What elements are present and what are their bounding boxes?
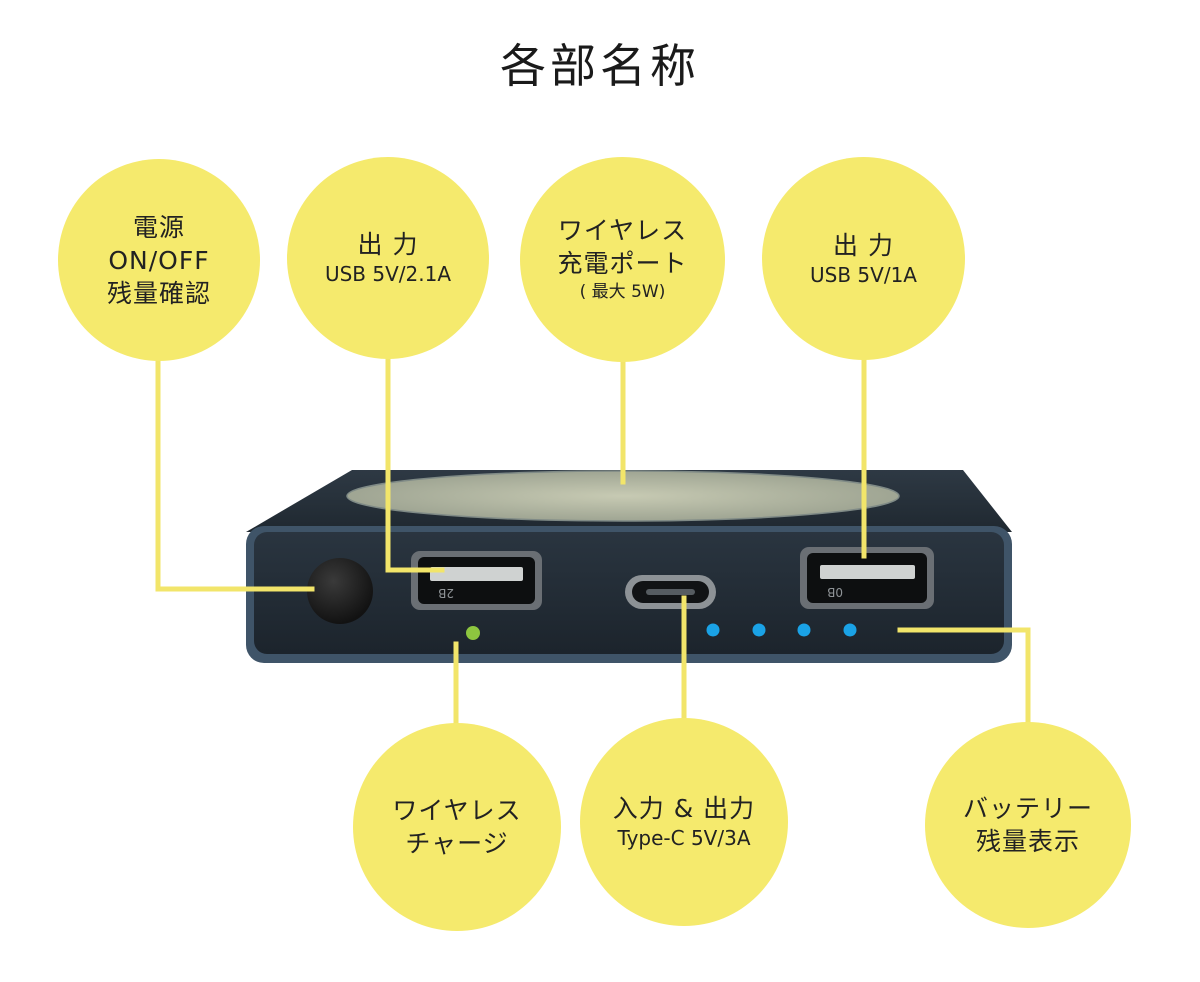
- usb-left-label: 2B: [438, 586, 454, 600]
- callout-wireless-port-subtitle: 充電ポート: [557, 249, 688, 278]
- usb-port-left: 2B: [411, 551, 542, 610]
- leader-lines: [155, 355, 1031, 741]
- leader-line-battery: [897, 627, 1031, 731]
- battery-led: [752, 623, 766, 637]
- callout-usb-right-spec: USB 5V/1A: [810, 262, 917, 287]
- callout-usb-left-title: 出 力: [357, 230, 419, 259]
- power-button: [307, 558, 373, 624]
- usb-right-label: 0B: [827, 585, 843, 599]
- battery-level-leds: [706, 623, 857, 637]
- battery-led: [843, 623, 857, 637]
- callout-wireless-charge-subtitle: チャージ: [405, 829, 509, 858]
- usb-c-port: [625, 575, 716, 609]
- callout-wireless-charge-title: ワイヤレス: [392, 796, 522, 825]
- callout-wireless-port: ワイヤレス 充電ポート ( 最大 5W): [520, 157, 725, 362]
- callout-power: 電源 ON/OFF 残量確認: [58, 159, 260, 361]
- callout-battery-title: バッテリー: [962, 794, 1093, 823]
- callout-usb-left-spec: USB 5V/2.1A: [324, 262, 452, 286]
- callout-type-c: 入力 & 出力 Type-C 5V/3A: [580, 718, 788, 926]
- leader-line-usb-left: [385, 357, 445, 573]
- callout-power-subtitle: ON/OFF: [108, 245, 210, 275]
- callout-wireless-port-max: ( 最大 5W): [579, 282, 666, 302]
- leader-line-power: [155, 359, 315, 592]
- callout-power-detail: 残量確認: [106, 278, 211, 308]
- battery-led: [797, 623, 811, 637]
- callout-battery-level: バッテリー 残量表示: [925, 722, 1131, 928]
- callout-type-c-title: 入力 & 出力: [612, 794, 756, 823]
- battery-led: [706, 623, 720, 637]
- wireless-charge-led: [466, 626, 480, 640]
- callout-usb-out-left: 出 力 USB 5V/2.1A: [287, 157, 489, 359]
- callout-wireless-charge: ワイヤレス チャージ: [353, 723, 561, 931]
- callout-power-title: 電源: [132, 212, 185, 242]
- page-title: 各部名称: [500, 39, 700, 93]
- usb-port-right: 0B: [800, 547, 934, 609]
- callout-wireless-port-title: ワイヤレス: [557, 216, 688, 245]
- callout-type-c-spec: Type-C 5V/3A: [617, 826, 751, 850]
- callout-battery-subtitle: 残量表示: [975, 827, 1080, 856]
- callout-usb-right-title: 出 力: [833, 230, 894, 260]
- callout-usb-out-right: 出 力 USB 5V/1A: [762, 157, 965, 360]
